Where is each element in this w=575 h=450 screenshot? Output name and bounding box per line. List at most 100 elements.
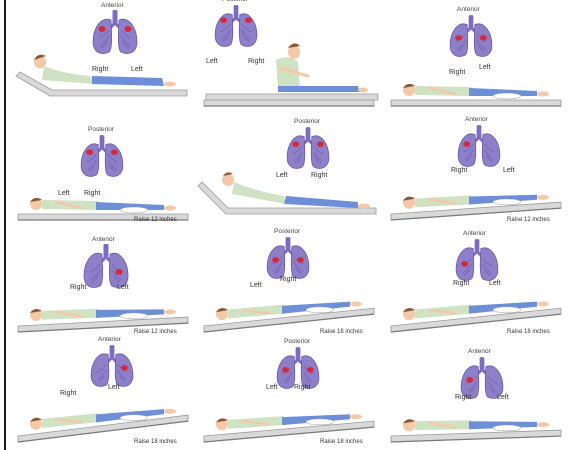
patient-figure	[403, 84, 549, 99]
highlighted-segment	[272, 257, 279, 263]
highlighted-segment	[245, 17, 252, 23]
view-label: Posterior	[222, 0, 248, 4]
right-label: Right	[60, 390, 76, 398]
lung-icon	[287, 127, 329, 168]
position-illustration	[385, 116, 573, 228]
lung-icon	[215, 5, 257, 46]
left-label: Left	[266, 384, 278, 392]
patient-figure	[30, 198, 176, 213]
drainage-position-panel: PosteriorRight LeftRaise 12 inches	[12, 116, 200, 228]
view-label: Anterior	[463, 230, 486, 238]
position-illustration	[385, 2, 573, 114]
right-label: Right	[84, 190, 100, 198]
right-label: Right	[92, 66, 108, 74]
bed-icon	[204, 100, 374, 106]
view-label: Anterior	[468, 348, 491, 356]
raise-height-label: Raise 12 inches	[134, 328, 177, 336]
lung-icon	[93, 10, 137, 54]
drainage-position-panel: AnteriorRightLeftRaise 12 inches	[385, 116, 573, 228]
lung-icon	[267, 237, 309, 278]
highlighted-segment	[297, 257, 304, 263]
lung-icon	[450, 15, 492, 56]
drainage-position-panel: AnteriorRight LeftRaise 12 inches	[12, 228, 200, 340]
position-illustration	[198, 116, 386, 228]
drainage-position-panel: PosteriorRight Left	[198, 2, 386, 114]
left-label: Left	[497, 394, 509, 402]
highlighted-segment	[461, 261, 468, 267]
highlighted-segment	[480, 35, 487, 41]
drainage-position-panel: AnteriorRight Left	[12, 2, 200, 114]
left-label: Left	[131, 66, 143, 74]
patient-figure	[222, 172, 370, 208]
left-label: Left	[250, 282, 262, 290]
left-label: Left	[117, 284, 129, 292]
right-label: Right	[451, 167, 467, 175]
left-label: Left	[276, 172, 288, 180]
right-label: Right	[280, 276, 296, 284]
highlighted-segment	[292, 141, 299, 147]
left-border-line	[4, 0, 6, 450]
highlighted-segment	[455, 35, 462, 41]
view-label: Anterior	[457, 6, 480, 14]
view-label: Posterior	[274, 228, 300, 236]
position-illustration	[12, 228, 200, 340]
view-label: Anterior	[101, 2, 124, 10]
highlighted-segment	[317, 141, 324, 147]
lung-icon	[91, 345, 133, 386]
highlighted-segment	[115, 269, 122, 275]
position-illustration	[385, 228, 573, 340]
highlighted-segment	[466, 377, 473, 383]
right-label: Right	[455, 394, 471, 402]
view-label: Posterior	[284, 338, 310, 346]
view-label: Anterior	[92, 236, 115, 244]
right-label: Right	[294, 384, 310, 392]
drainage-position-panel: AnteriorRightLeftRaise 18 inches	[12, 338, 200, 450]
view-label: Posterior	[294, 118, 320, 126]
raise-height-label: Raise 18 inches	[507, 328, 550, 336]
drainage-position-panel: PosteriorRight LeftRaise 18 inches	[198, 338, 386, 450]
lung-icon	[81, 135, 123, 176]
left-label: Left	[206, 58, 218, 66]
highlighted-segment	[463, 141, 470, 147]
position-illustration	[198, 2, 386, 114]
lung-icon	[461, 357, 503, 398]
raise-height-label: Raise 18 inches	[134, 438, 177, 446]
raise-height-label: Raise 12 inches	[134, 216, 177, 224]
left-label: Left	[503, 167, 515, 175]
right-label: Right	[70, 284, 86, 292]
highlighted-segment	[86, 149, 93, 155]
bed-icon	[391, 430, 561, 442]
lung-icon	[84, 244, 128, 288]
patient-figure	[403, 419, 549, 431]
lung-icon	[458, 125, 500, 166]
right-label: Right	[311, 172, 327, 180]
view-label: Posterior	[88, 126, 114, 134]
highlighted-segment	[220, 17, 227, 23]
view-label: Anterior	[98, 336, 121, 344]
lung-icon	[456, 239, 498, 280]
position-illustration	[12, 338, 200, 450]
drainage-position-panel: AnteriorRight Left	[385, 2, 573, 114]
right-label: Right	[453, 280, 469, 288]
left-label: Left	[58, 190, 70, 198]
highlighted-segment	[121, 365, 128, 371]
highlighted-segment	[124, 26, 131, 32]
left-label: Left	[479, 64, 491, 72]
right-label: Right	[248, 58, 264, 66]
view-label: Anterior	[465, 116, 488, 124]
position-illustration	[198, 228, 386, 340]
right-label: Right	[449, 69, 465, 77]
drainage-position-panel: AnteriorRight LeftRaise 18 inches	[385, 228, 573, 340]
patient-figure	[206, 43, 378, 100]
highlighted-segment	[98, 26, 105, 32]
raise-height-label: Raise 18 inches	[320, 328, 363, 336]
left-label: Left	[489, 280, 501, 288]
highlighted-segment	[307, 367, 314, 373]
bed-icon	[391, 100, 561, 106]
drainage-position-panel: PosteriorRight Left	[198, 116, 386, 228]
highlighted-segment	[111, 149, 118, 155]
raise-height-label: Raise 18 inches	[320, 438, 363, 446]
position-illustration	[12, 2, 200, 114]
lung-icon	[277, 347, 319, 388]
